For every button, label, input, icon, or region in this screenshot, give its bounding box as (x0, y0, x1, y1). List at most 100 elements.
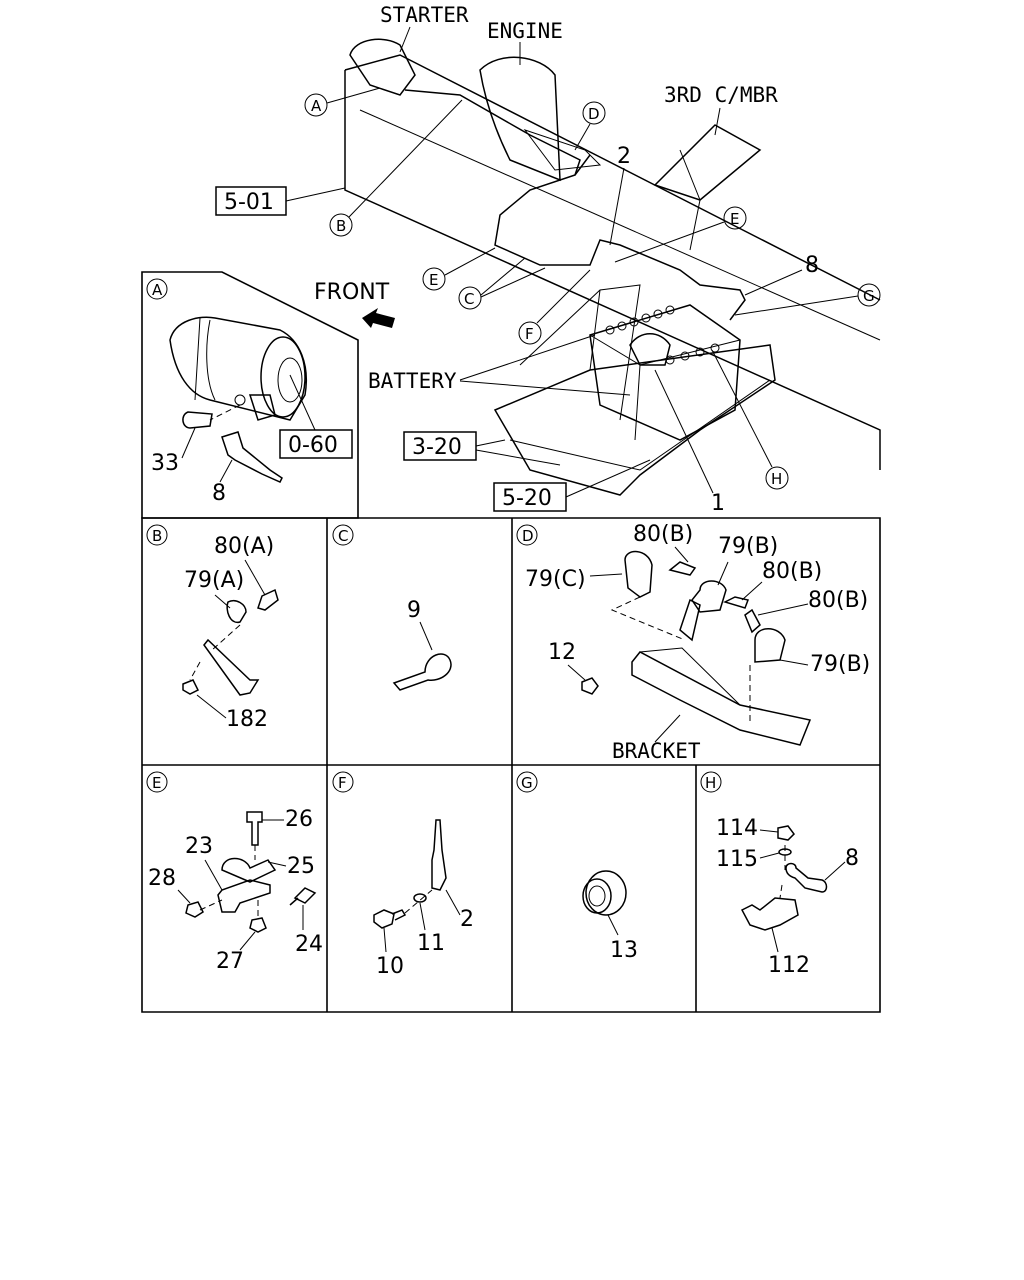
part-33-bolt (182, 411, 213, 429)
part-79b-label-2: 79(B) (810, 652, 870, 677)
nut-27 (249, 917, 267, 933)
panel-f-callout: F (332, 771, 354, 793)
part-8-label-a: 8 (212, 481, 226, 506)
svg-text:H: H (705, 774, 716, 792)
starter-motor-detail (169, 316, 307, 421)
battery (589, 304, 741, 441)
bolt-24 (289, 887, 317, 906)
starter-label: STARTER (380, 3, 469, 27)
starter-outline (349, 38, 416, 96)
part-2-label-f: 2 (460, 907, 474, 932)
bracket-d-arm (679, 598, 701, 642)
part-28-label: 28 (148, 866, 176, 891)
part-9-label: 9 (407, 598, 421, 623)
bolt-80b-3 (744, 608, 761, 634)
part-79c-label: 79(C) (525, 567, 586, 592)
svg-text:E: E (429, 271, 438, 289)
clip-bracket-d (523, 129, 602, 171)
part-11-label: 11 (417, 931, 445, 956)
part-27-label: 27 (216, 949, 244, 974)
callout-a-main[interactable]: A (304, 87, 381, 117)
callout-g-main[interactable]: G (734, 283, 881, 316)
svg-text:D: D (588, 105, 600, 123)
nut-12 (581, 677, 599, 695)
svg-text:H: H (771, 470, 782, 488)
front-label: FRONT (314, 280, 390, 305)
part-114-label: 114 (716, 816, 758, 841)
ref-5-01: 5-01 (224, 190, 274, 215)
engine-label: ENGINE (487, 19, 563, 43)
clip-79b-2 (754, 628, 786, 663)
callout-c-main[interactable]: C (458, 257, 546, 310)
bolt-10 (373, 909, 407, 929)
battery-label: BATTERY (368, 369, 457, 393)
panel-a-frame (141, 271, 359, 519)
part-80b-label-2: 80(B) (762, 559, 822, 584)
bracket-d-plate (631, 651, 812, 746)
main-assembly-view (344, 38, 881, 496)
svg-text:C: C (464, 290, 474, 308)
callout-e-main-right[interactable]: E (614, 206, 747, 263)
part-33-label: 33 (151, 451, 179, 476)
clip-25 (221, 857, 277, 883)
nut-182 (182, 679, 200, 695)
part-79b-label-1: 79(B) (718, 534, 778, 559)
frame-rail-bottom (344, 70, 881, 470)
part-1-main: 1 (711, 491, 725, 516)
callout-f-main[interactable]: F (518, 269, 591, 345)
part-115-label: 115 (716, 847, 758, 872)
clip-79b-1 (691, 580, 727, 613)
battery-terminal-clamp (629, 333, 671, 366)
bracket-b (203, 638, 260, 696)
svg-text:F: F (338, 774, 347, 792)
svg-text:A: A (152, 281, 163, 299)
callout-e-main-left[interactable]: E (422, 247, 496, 291)
battery-cable (404, 89, 746, 321)
part-24-label: 24 (295, 932, 323, 957)
part-2-main: 2 (617, 144, 631, 169)
callout-d-main[interactable]: D (574, 101, 606, 151)
ref-3-20: 3-20 (412, 435, 462, 460)
svg-text:C: C (338, 527, 348, 545)
svg-text:E: E (152, 774, 161, 792)
part-8-main: 8 (805, 253, 819, 278)
cable-terminal-2 (431, 819, 447, 891)
svg-text:A: A (311, 97, 322, 115)
bolt-80a (257, 588, 279, 611)
third-cross-member-label: 3RD C/MBR (664, 83, 778, 107)
bolt-80b-2 (722, 596, 750, 609)
callout-h-main[interactable]: H (711, 349, 789, 490)
panel-d-callout: D (516, 524, 538, 546)
battery-clamp-112 (740, 897, 799, 931)
panel-b-callout: B (146, 524, 168, 546)
svg-text:B: B (152, 527, 162, 545)
panel-c-callout: C (332, 524, 354, 546)
part-112-label: 112 (768, 953, 810, 978)
terminal-8 (785, 862, 828, 893)
bolt-80b-1 (668, 561, 697, 576)
battery-carrier (493, 344, 776, 496)
clip-79c (624, 550, 653, 598)
panel-a-callout: A (146, 278, 168, 300)
svg-text:E: E (730, 210, 739, 228)
bracket-23 (217, 879, 271, 913)
part-26-label: 26 (285, 807, 313, 832)
ref-5-20: 5-20 (502, 486, 552, 511)
frame-rail-top (344, 54, 881, 301)
frame-rail-inner (359, 109, 881, 341)
washer-11 (413, 893, 427, 903)
svg-text:F: F (525, 325, 534, 343)
nut-114 (777, 825, 795, 841)
bolt-26 (246, 811, 263, 846)
svg-text:B: B (336, 217, 346, 235)
ref-box-0-60[interactable] (279, 429, 353, 459)
part-25-label: 25 (287, 854, 315, 879)
clip-79a (226, 600, 247, 624)
ref-0-60: 0-60 (288, 433, 338, 458)
callout-b-main[interactable]: B (329, 99, 463, 237)
nut-28 (185, 901, 204, 918)
part-182-label: 182 (226, 707, 268, 732)
cross-member (653, 124, 762, 201)
part-80a-label: 80(A) (214, 534, 274, 559)
